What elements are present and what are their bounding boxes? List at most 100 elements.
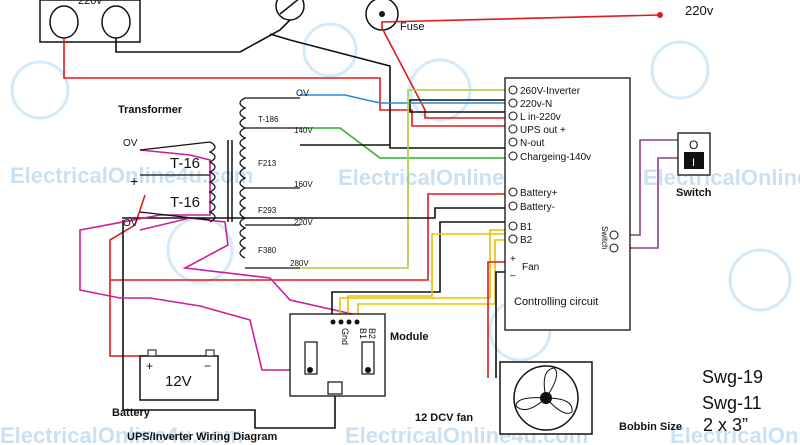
wire-red-battery-plus [110, 193, 508, 281]
controller-title: Controlling circuit [514, 296, 598, 308]
fan-label: 12 DCV fan [415, 412, 473, 424]
module: Gnd B1 B2 Module [289, 313, 429, 397]
wire-mains-live [63, 38, 508, 127]
spec-swg-19: Swg-19 [702, 367, 763, 387]
wire-green-140v [300, 127, 508, 159]
wire-fan-minus [495, 271, 508, 378]
controller-pin-dot [508, 137, 518, 147]
battery-plus: + [146, 359, 153, 373]
controller-pin-label-6: Battery+ [520, 188, 558, 199]
tap-f380: F380 [258, 246, 277, 255]
controller-pin-label-3: UPS out + [520, 125, 566, 136]
controller-pin-dot [508, 111, 518, 121]
wire-yellowgreen-260v [300, 89, 508, 269]
wire-magenta-loop1 [79, 149, 318, 371]
controller-pin-label-12: Fan [522, 262, 539, 273]
wire-blue-ov [300, 94, 508, 104]
wire-fan-plus [487, 261, 508, 378]
fan: 12 DCV fan [415, 361, 593, 435]
controller-pin-dot [508, 85, 518, 95]
wire-switch-nout [269, 33, 508, 149]
wire-fuse-feed [381, 14, 661, 30]
tap-t186: T-186 [258, 115, 279, 124]
spec-bobbin-value: 2 x 3” [703, 415, 748, 435]
t16-bottom-label: T-16 [170, 194, 200, 211]
wire-red-battery [109, 280, 150, 357]
wire-black-gnd [331, 221, 508, 318]
wire-yellow-b1 [339, 229, 508, 318]
controller-pin-label-7: Battery- [520, 202, 555, 213]
switch-off-mark: I [692, 157, 695, 169]
watermark-text-3: ElectricalOnline4u.com [643, 165, 800, 190]
controller-pin-dot [508, 124, 518, 134]
controller-pin-label-9: B2 [520, 235, 533, 246]
transformer-secondary-coil [239, 97, 247, 259]
controller-pin-label-0: 260V-Inverter [520, 86, 581, 97]
tap-140v: 140V [294, 126, 313, 135]
battery-minus: − [204, 359, 211, 373]
switch-on-mark: O [689, 138, 698, 152]
battery-voltage: 12V [165, 373, 192, 390]
primary-ov-top: OV [123, 138, 138, 149]
rocker-switch: O I Switch [676, 132, 712, 199]
controller-pin-label-8: B1 [520, 222, 533, 233]
mains-socket: 220v [39, 0, 141, 43]
controller-pin-label-4: N-out [520, 138, 545, 149]
watermark-text-4: ElectricalOnline4u.com [0, 423, 243, 445]
transformer-primary-coil [208, 141, 216, 223]
module-pin-b2: B2 [367, 328, 377, 339]
battery-label: Battery [112, 407, 151, 419]
controller-pin-label-5: Chargeing-140v [520, 152, 591, 163]
top-fuse-switch: Fuse [275, 0, 424, 33]
tap-280v: 280V [290, 259, 309, 268]
tap-220v: 220V [294, 218, 313, 227]
diagram-caption: UPS/Inverter Wiring Diagram [127, 431, 277, 443]
module-label: Module [390, 331, 429, 343]
wires [63, 14, 680, 429]
controller-pin-dot [508, 187, 518, 197]
controller-pin-label-11: _ [509, 266, 516, 277]
primary-plus: + [130, 173, 138, 189]
controller-switch-pin-2 [609, 243, 619, 253]
transformer: Transformer OV + OV T-16 T-16 OV T-186 1… [118, 88, 313, 269]
wire-yellow-b1b [347, 233, 508, 318]
controller-pin-dot [508, 98, 518, 108]
mains-label: 220v [78, 0, 102, 7]
wire-mains-neutral [115, 19, 291, 53]
controller-pin-label-1: 220v-N [520, 99, 552, 110]
module-pin-b1: B1 [358, 328, 368, 339]
battery: + − 12V Battery [112, 349, 219, 419]
wire-black-neg [122, 220, 336, 429]
controller-pin-label-10: + [510, 254, 516, 265]
wire-fuse-lin [381, 27, 508, 119]
tap-f293: F293 [258, 206, 277, 215]
wire-black-battery-minus [122, 207, 508, 219]
mains-220v-label: 220v [685, 3, 714, 18]
watermark-layer: ElectricalOnline4u.com ElectricalOnline4… [0, 22, 800, 445]
module-pin-gnd: Gnd [340, 328, 350, 345]
wire-red-plus [109, 194, 146, 280]
controller-pin-label-2: L in-220v [520, 112, 561, 123]
transformer-label: Transformer [118, 104, 183, 116]
controller-pin-dot [508, 201, 518, 211]
tap-ov: OV [296, 88, 309, 98]
primary-ov-bottom: OV [123, 218, 138, 229]
wire-220n [409, 104, 508, 113]
wire-yellow-b2 [357, 239, 508, 318]
controller-switch-pin-1 [609, 230, 619, 240]
spec-swg-11: Swg-11 [702, 393, 762, 413]
controller-pin-dot [508, 221, 518, 231]
t16-top-label: T-16 [170, 155, 200, 172]
switch-label: Switch [676, 187, 712, 199]
fuse-label: Fuse [400, 21, 424, 33]
watermark-text-6: ElectricalOnline4u.com [670, 423, 800, 445]
controller-pin-dot [508, 234, 518, 244]
controller-pin-dot [508, 151, 518, 161]
controller-switch-pin-label: Switch [600, 226, 609, 250]
tap-160v: 160V [294, 180, 313, 189]
wire-switch-2 [618, 157, 680, 249]
